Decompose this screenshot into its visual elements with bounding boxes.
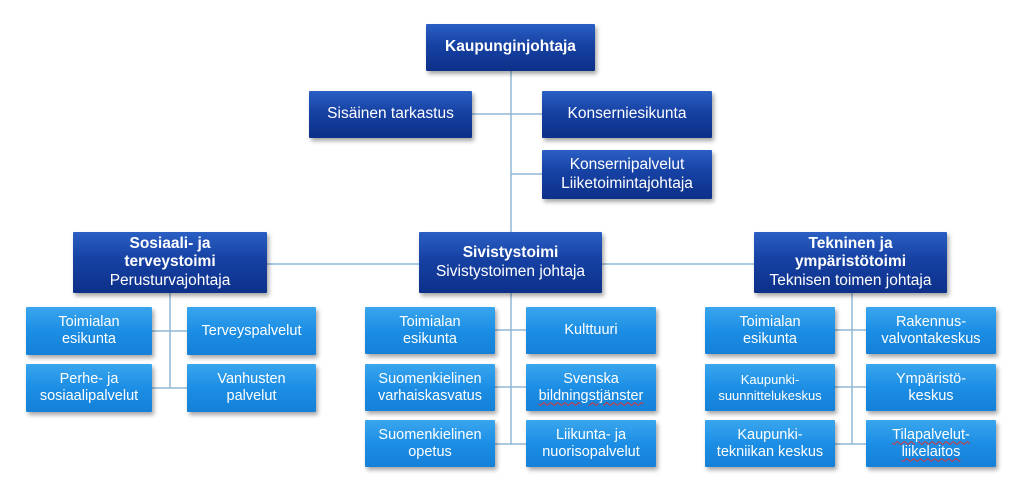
node-sports-youth-services: Liikunta- ja nuorisopalvelut — [526, 420, 656, 467]
node-building-control: Rakennus- valvontakeskus — [866, 307, 996, 354]
node-city-planning: Kaupunki- suunnittelukeskus — [705, 364, 835, 411]
node-premises-services: Tilapalvelut- liikelaitos — [866, 420, 996, 467]
node-swedish-education-services: Svenska bildningstjänster — [526, 364, 656, 411]
node-city-manager: Kaupunginjohtaja — [426, 24, 595, 71]
node-family-social-services: Perhe- ja sosiaalipalvelut — [26, 364, 152, 412]
node-technical-environment-division: Tekninen ja ympäristötoimi Teknisen toim… — [754, 232, 947, 293]
node-health-services: Terveyspalvelut — [187, 307, 316, 355]
node-social-health-division: Sosiaali- ja terveystoimi Perusturvajoht… — [73, 232, 267, 293]
node-city-engineering: Kaupunki- tekniikan keskus — [705, 420, 835, 467]
node-finnish-early-education: Suomenkielinen varhaiskasvatus — [365, 364, 495, 411]
node-group-staff: Konserniesikunta — [542, 91, 712, 138]
node-technical-staff: Toimialan esikunta — [705, 307, 835, 354]
node-education-staff: Toimialan esikunta — [365, 307, 495, 354]
node-social-staff: Toimialan esikunta — [26, 307, 152, 355]
node-environment-centre: Ympäristö- keskus — [866, 364, 996, 411]
node-culture: Kulttuuri — [526, 307, 656, 354]
node-elderly-services: Vanhusten palvelut — [187, 364, 316, 412]
node-finnish-teaching: Suomenkielinen opetus — [365, 420, 495, 467]
node-internal-audit: Sisäinen tarkastus — [309, 91, 472, 138]
node-education-division: Sivistystoimi Sivistystoimen johtaja — [419, 232, 602, 293]
node-group-services: Konsernipalvelut Liiketoimintajohtaja — [542, 150, 712, 199]
